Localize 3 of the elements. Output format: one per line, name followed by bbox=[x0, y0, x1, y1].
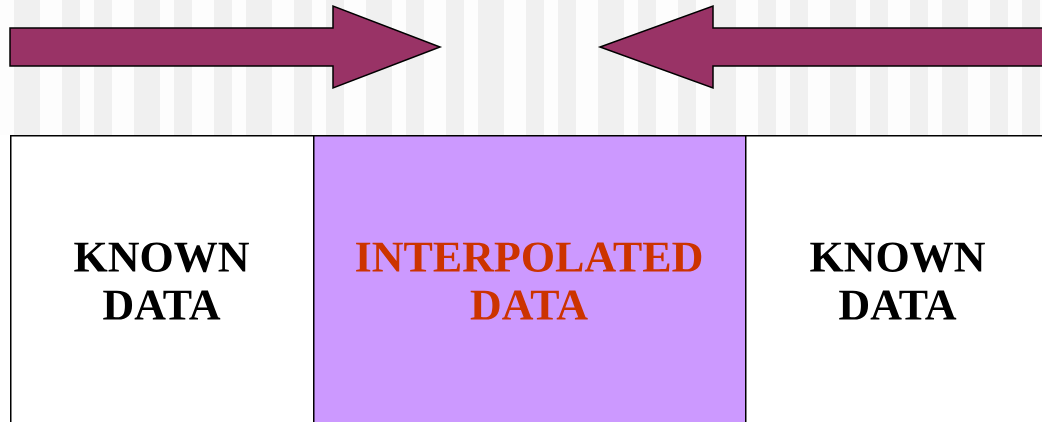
data-box: KNOWN DATA bbox=[745, 135, 1042, 422]
data-box: INTERPOLATED DATA bbox=[313, 135, 747, 422]
data-box: KNOWN DATA bbox=[10, 135, 315, 422]
